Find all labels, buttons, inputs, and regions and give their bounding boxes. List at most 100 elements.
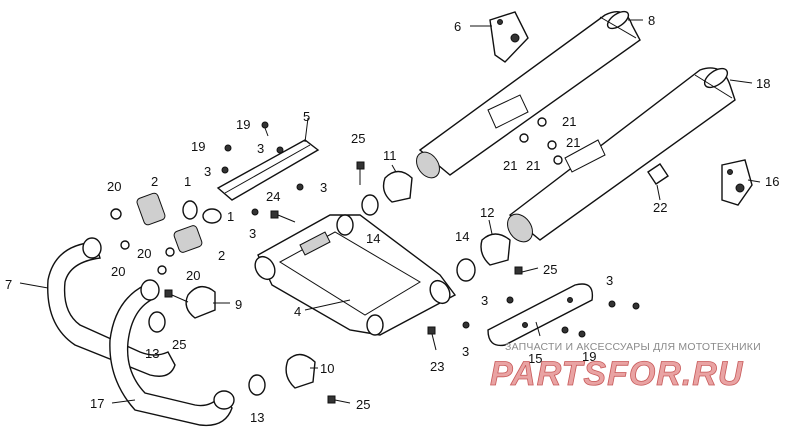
callout-3a: 3 xyxy=(204,164,211,179)
heat-shield-upper xyxy=(216,139,320,201)
callout-5: 5 xyxy=(303,109,310,124)
callout-17: 17 xyxy=(90,396,104,411)
clamp-11 xyxy=(382,170,413,203)
callout-3c: 3 xyxy=(320,180,327,195)
nut-21a xyxy=(537,117,547,127)
nut-21c xyxy=(547,140,557,150)
gasket-1b xyxy=(202,208,222,224)
callout-25b: 25 xyxy=(172,337,186,352)
bolt-24 xyxy=(270,210,296,223)
nut-3h xyxy=(608,300,616,308)
callout-25d: 25 xyxy=(356,397,370,412)
bolt-19d xyxy=(632,302,640,310)
ring-13a xyxy=(148,311,166,333)
muffler-upper xyxy=(416,10,641,179)
muffler-bracket-lower xyxy=(721,159,753,206)
callout-19a: 19 xyxy=(236,117,250,132)
bolt-19c xyxy=(578,330,586,338)
callout-21a: 21 xyxy=(562,114,576,129)
collar-2b xyxy=(173,225,203,253)
callout-3g: 3 xyxy=(606,273,613,288)
callout-6: 6 xyxy=(454,19,461,34)
callout-10: 10 xyxy=(320,361,334,376)
callout-15: 15 xyxy=(528,351,542,366)
gasket-1a xyxy=(182,200,198,220)
callout-8: 8 xyxy=(648,13,655,28)
nut-3f xyxy=(462,321,470,329)
bolt-23 xyxy=(427,326,437,351)
callout-20d: 20 xyxy=(186,268,200,283)
callout-25c: 25 xyxy=(543,262,557,277)
nut-3c xyxy=(296,183,304,191)
washer-20d xyxy=(157,265,167,275)
callout-7: 7 xyxy=(5,277,12,292)
clamp-10 xyxy=(285,353,316,389)
nut-3d xyxy=(251,208,259,216)
nut-3g xyxy=(561,326,569,334)
callout-4: 4 xyxy=(294,304,301,319)
nut-21b xyxy=(519,133,529,143)
clamp-12 xyxy=(480,233,511,266)
leader-lines xyxy=(19,19,761,404)
callout-18: 18 xyxy=(756,76,770,91)
clamp-9 xyxy=(185,286,216,319)
ring-14b xyxy=(456,258,476,282)
nut-3b xyxy=(276,146,284,154)
exhaust-pipe-17 xyxy=(109,279,235,427)
callout-23: 23 xyxy=(430,359,444,374)
callout-25a: 25 xyxy=(351,131,365,146)
bolt-19a xyxy=(261,121,269,137)
callout-3b: 3 xyxy=(257,141,264,156)
callout-2b: 2 xyxy=(218,248,225,263)
callout-labels: 1 1 2 2 3 3 3 3 3 3 3 4 5 6 7 8 9 10 11 … xyxy=(5,13,779,425)
callout-20c: 20 xyxy=(137,246,151,261)
collar-2a xyxy=(136,192,166,226)
callout-13b: 13 xyxy=(250,410,264,425)
bolt-19b xyxy=(224,144,232,152)
callout-12: 12 xyxy=(480,205,494,220)
callout-20b: 20 xyxy=(111,264,125,279)
callout-9: 9 xyxy=(235,297,242,312)
callout-2a: 2 xyxy=(151,174,158,189)
exhaust-pipe-7 xyxy=(47,237,176,377)
clip-22 xyxy=(647,163,669,185)
washer-20c xyxy=(165,247,175,257)
crossover-chamber xyxy=(254,214,457,336)
muffler-lower xyxy=(507,67,736,243)
callout-1a: 1 xyxy=(184,174,191,189)
callout-14b: 14 xyxy=(455,229,469,244)
callout-24: 24 xyxy=(266,189,280,204)
callout-13a: 13 xyxy=(145,346,159,361)
nut-21d xyxy=(553,155,563,165)
nut-3e xyxy=(506,296,514,304)
ring-14a xyxy=(361,194,379,216)
callout-11: 11 xyxy=(383,148,397,163)
watermark-caption: ЗАПЧАСТИ И АКСЕССУАРЫ ДЛЯ МОТОТЕХНИКИ xyxy=(505,341,761,353)
callout-20a: 20 xyxy=(107,179,121,194)
bolt-25a xyxy=(356,161,365,185)
callout-3d: 3 xyxy=(249,226,256,241)
callout-1b: 1 xyxy=(227,209,234,224)
nut-3a xyxy=(221,166,229,174)
callout-3e: 3 xyxy=(481,293,488,308)
watermark: ЗАПЧАСТИ И АКСЕССУАРЫ ДЛЯ МОТОТЕХНИКИ PA… xyxy=(490,341,761,393)
washer-20b xyxy=(120,240,130,250)
callout-21d: 21 xyxy=(526,158,540,173)
callout-16: 16 xyxy=(765,174,779,189)
ring-13b xyxy=(248,374,266,396)
bolt-25c xyxy=(514,266,539,275)
muffler-bracket-upper xyxy=(489,11,529,63)
bolt-25b xyxy=(164,289,189,303)
heat-shield-lower xyxy=(487,283,594,347)
callout-21c: 21 xyxy=(503,158,517,173)
watermark-logo: PARTSFOR.RU xyxy=(490,355,744,393)
callout-14a: 14 xyxy=(366,231,380,246)
callout-19b: 19 xyxy=(191,139,205,154)
washer-20a xyxy=(110,208,122,220)
callout-19c: 19 xyxy=(582,349,596,364)
bolt-25d xyxy=(327,395,351,404)
callout-21b: 21 xyxy=(566,135,580,150)
callout-22: 22 xyxy=(653,200,667,215)
callout-3f: 3 xyxy=(462,344,469,359)
